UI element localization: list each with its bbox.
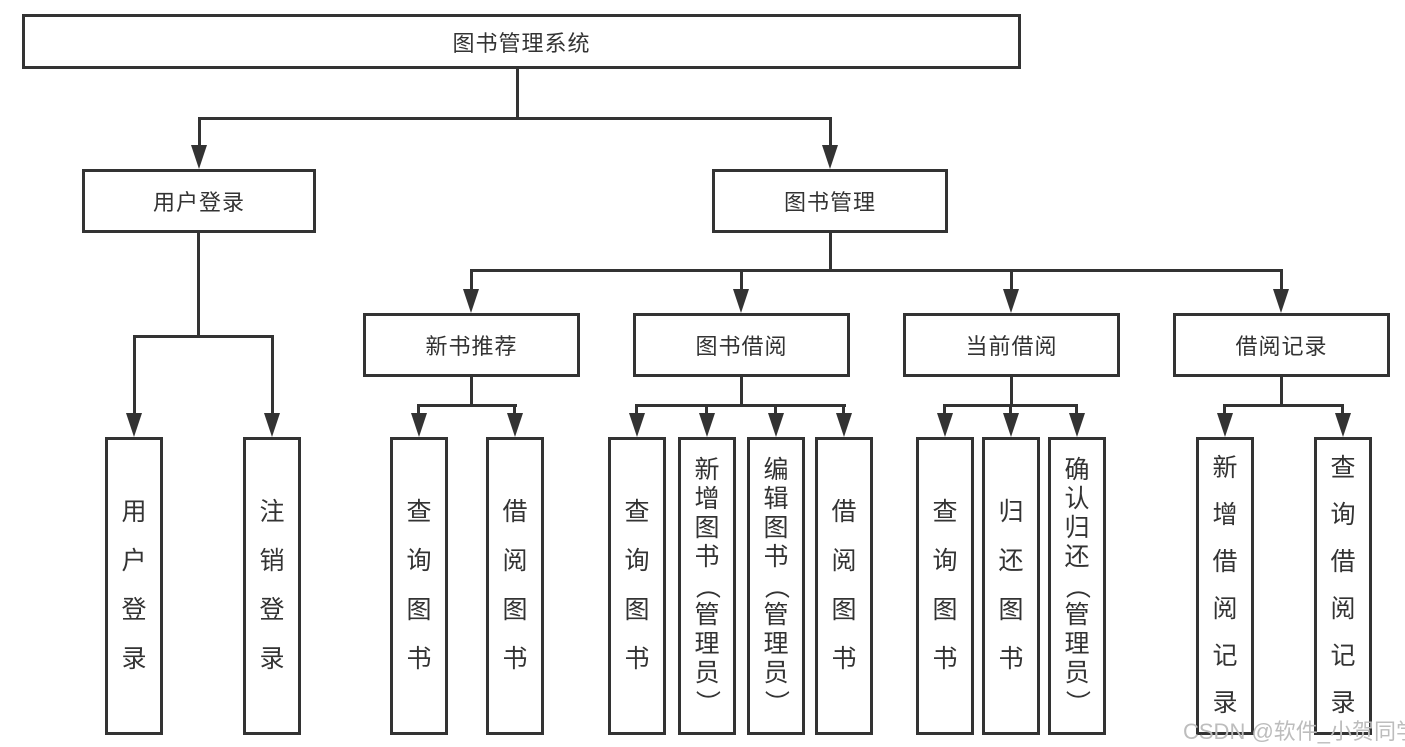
arrow-down-icon: [1335, 413, 1351, 437]
arrow-down-icon: [1069, 413, 1085, 437]
connector-drop: [774, 404, 777, 416]
connector-login-horizontal: [133, 335, 274, 338]
arrow-down-icon: [699, 413, 715, 437]
connector-root-stem: [516, 68, 519, 120]
leaf-borrow-book-2: 借阅图书: [815, 437, 873, 735]
connector-group-stem: [1010, 377, 1013, 406]
connector-level2-horizontal: [470, 269, 1283, 272]
connector-group-stem: [1280, 377, 1283, 406]
connector-drop: [1223, 404, 1226, 416]
arrow-down-icon: [126, 413, 142, 437]
csdn-watermark: CSDN @软件_小贺同学: [1183, 719, 1405, 744]
connector-drop: [1009, 404, 1012, 416]
connector-group-horizontal: [636, 404, 846, 407]
connector-login-stem: [197, 232, 200, 337]
arrow-down-icon: [937, 413, 953, 437]
leaf-borrow-book-1: 借阅图书: [486, 437, 544, 735]
node-user-login: 用户登录: [82, 169, 316, 233]
connector-drop: [943, 404, 946, 416]
connector-drop: [133, 335, 136, 417]
leaf-query-borrow-record: 查询借阅记录: [1314, 437, 1372, 735]
node-current-borrow: 当前借阅: [903, 313, 1120, 377]
node-borrow-record: 借阅记录: [1173, 313, 1390, 377]
arrow-down-icon: [264, 413, 280, 437]
connector-group-horizontal: [1223, 404, 1344, 407]
node-new-book-recommend: 新书推荐: [363, 313, 580, 377]
arrow-down-icon: [411, 413, 427, 437]
arrow-down-icon: [822, 145, 838, 169]
connector-to-book-management: [829, 117, 832, 149]
connector-drop: [1341, 404, 1344, 416]
connector-to-user-login: [198, 117, 201, 149]
node-root: 图书管理系统: [22, 14, 1021, 69]
connector-drop: [705, 404, 708, 416]
connector-level1-horizontal: [198, 117, 832, 120]
leaf-query-book-2: 查询图书: [608, 437, 666, 735]
node-book-borrow: 图书借阅: [633, 313, 850, 377]
connector-drop: [470, 269, 473, 293]
connector-group-stem: [740, 377, 743, 406]
leaf-user-login: 用户登录: [105, 437, 163, 735]
connector-drop: [1010, 269, 1013, 293]
connector-group-stem: [470, 377, 473, 406]
node-book-management: 图书管理: [712, 169, 948, 233]
connector-drop: [635, 404, 638, 416]
connector-drop: [842, 404, 845, 416]
arrow-down-icon: [1003, 413, 1019, 437]
arrow-down-icon: [768, 413, 784, 437]
leaf-query-book-3: 查询图书: [916, 437, 974, 735]
arrow-down-icon: [191, 145, 207, 169]
connector-drop: [513, 404, 516, 416]
connector-drop: [417, 404, 420, 416]
connector-drop: [1280, 269, 1283, 293]
arrow-down-icon: [629, 413, 645, 437]
connector-group-horizontal: [418, 404, 517, 407]
leaf-query-book-1: 查询图书: [390, 437, 448, 735]
connector-mgmt-stem: [829, 232, 832, 271]
arrow-down-icon: [1273, 289, 1289, 313]
arrow-down-icon: [836, 413, 852, 437]
arrow-down-icon: [1217, 413, 1233, 437]
leaf-logout: 注销登录: [243, 437, 301, 735]
connector-drop: [271, 335, 274, 417]
connector-drop: [740, 269, 743, 293]
leaf-add-book-admin: 新增图书（管理员）: [678, 437, 736, 735]
leaf-add-borrow-record: 新增借阅记录: [1196, 437, 1254, 735]
leaf-edit-book-admin: 编辑图书（管理员）: [747, 437, 805, 735]
arrow-down-icon: [733, 289, 749, 313]
arrow-down-icon: [1003, 289, 1019, 313]
arrow-down-icon: [463, 289, 479, 313]
arrow-down-icon: [507, 413, 523, 437]
leaf-confirm-return-admin: 确认归还（管理员）: [1048, 437, 1106, 735]
leaf-return-book: 归还图书: [982, 437, 1040, 735]
connector-drop: [1075, 404, 1078, 416]
